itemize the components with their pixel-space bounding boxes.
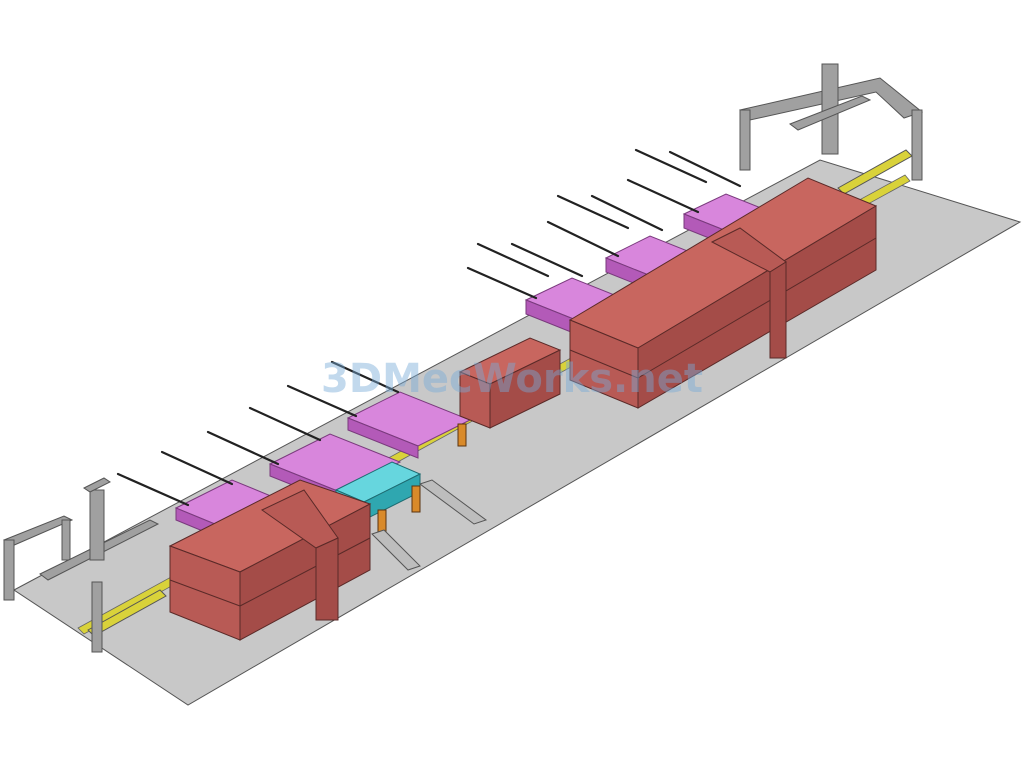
oven-middle bbox=[458, 337, 562, 429]
robots bbox=[377, 423, 467, 537]
rack-rods bbox=[116, 148, 742, 507]
oven-right bbox=[568, 177, 878, 409]
gantry-loader-left bbox=[2, 477, 160, 653]
oven-left bbox=[168, 479, 372, 641]
gantry-loader-right bbox=[739, 63, 924, 181]
